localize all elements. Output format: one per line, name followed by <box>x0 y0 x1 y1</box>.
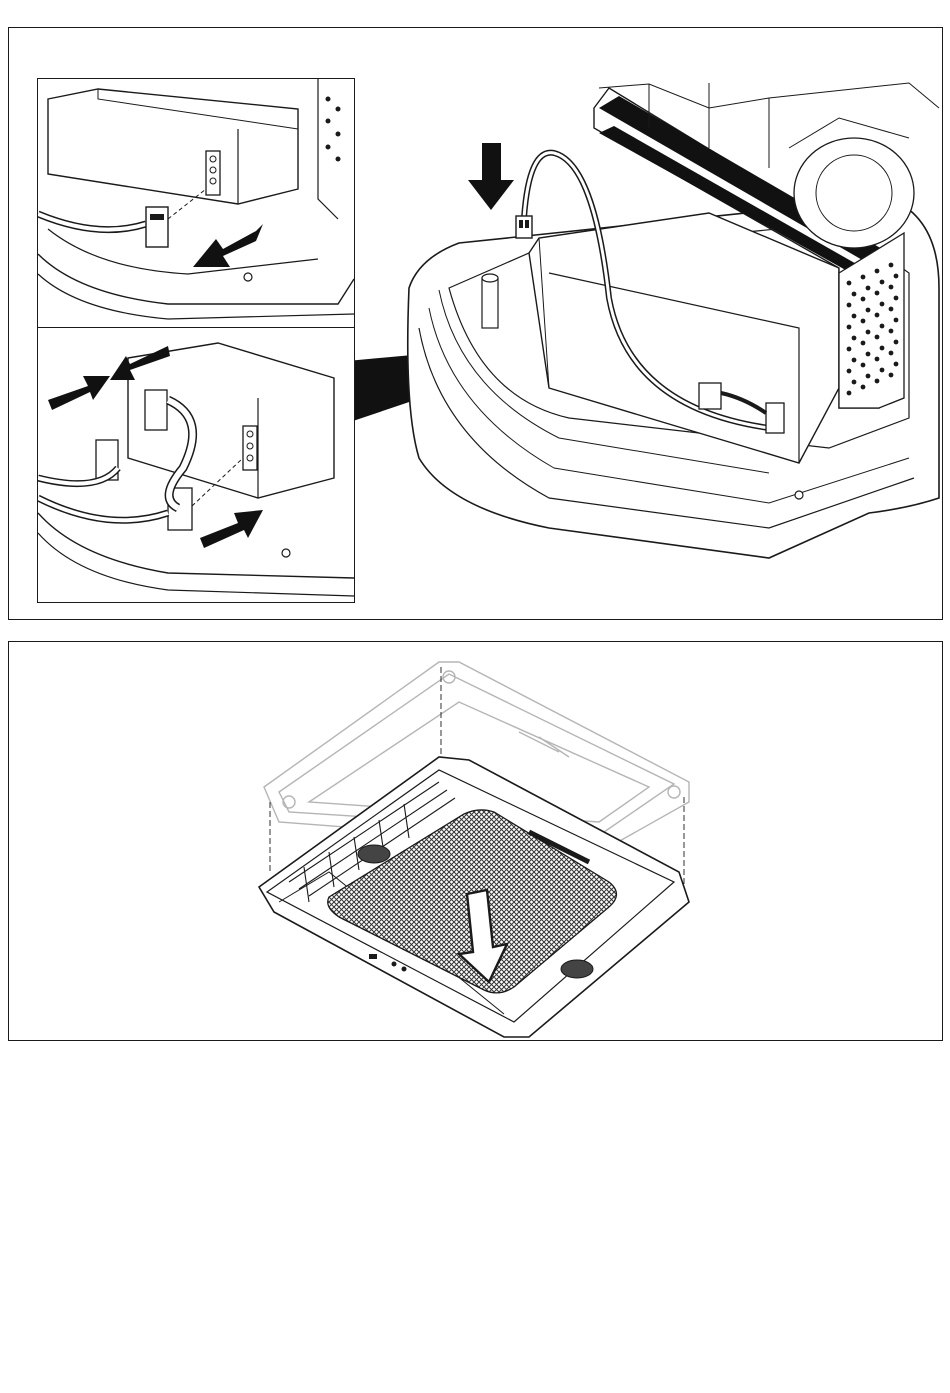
heatsink-hole <box>880 302 885 307</box>
heatsink-hole <box>847 369 852 374</box>
left-knob <box>358 845 390 863</box>
heatsink-hole <box>875 291 880 296</box>
heatsink-hole <box>866 374 871 379</box>
heatsink-hole <box>880 280 885 285</box>
figure-1-panel <box>8 27 943 620</box>
plug-connector <box>146 207 168 247</box>
heatsink-hole <box>852 336 857 341</box>
heatsink-hole <box>847 325 852 330</box>
inset-bottom-illustration <box>38 328 354 602</box>
heatsink-hole <box>875 313 880 318</box>
heatsink-hole <box>880 324 885 329</box>
heatsink-hole <box>861 363 866 368</box>
heatsink-hole <box>894 296 899 301</box>
figure-2-panel <box>8 641 943 1041</box>
heatsink-hole <box>889 329 894 334</box>
heatsink-hole <box>875 357 880 362</box>
right-knob <box>561 960 593 978</box>
heatsink-hole <box>852 380 857 385</box>
arrow-pinch-right-icon <box>48 376 110 410</box>
heatsink-hole <box>861 385 866 390</box>
heatsink-hole <box>866 286 871 291</box>
upper-connector <box>145 390 167 430</box>
heatsink-hole <box>852 314 857 319</box>
heatsink-hole <box>847 281 852 286</box>
heatsink-hole <box>866 330 871 335</box>
heatsink-hole <box>889 285 894 290</box>
ceiling-grille-illustration <box>9 642 944 1042</box>
heatsink-hole <box>894 318 899 323</box>
inset-detail-bottom <box>37 327 355 603</box>
heatsink-hole <box>852 292 857 297</box>
heatsink-hole <box>847 391 852 396</box>
heatsink-hole <box>889 263 894 268</box>
heatsink-hole <box>894 274 899 279</box>
inset-top-illustration <box>38 79 354 327</box>
heatsink-hole <box>852 358 857 363</box>
heatsink-hole <box>847 303 852 308</box>
board-connector-1 <box>699 383 721 409</box>
heatsink-hole <box>866 308 871 313</box>
cable-connector <box>516 216 532 238</box>
heatsink-hole <box>889 307 894 312</box>
heatsink-hole <box>861 319 866 324</box>
heatsink-hole <box>875 269 880 274</box>
arrow-insert-icon <box>193 224 263 267</box>
inset-detail-top <box>37 78 355 328</box>
heatsink-hole <box>894 362 899 367</box>
arrow-push-icon <box>200 510 263 548</box>
heatsink-hole <box>889 351 894 356</box>
heatsink-hole <box>861 341 866 346</box>
heatsink-hole <box>889 373 894 378</box>
blower-fan <box>789 118 914 248</box>
board-connector-2 <box>766 403 784 433</box>
mounting-post <box>482 278 498 328</box>
heatsink-hole <box>894 340 899 345</box>
heatsink-hole <box>861 297 866 302</box>
heatsink-hole <box>866 352 871 357</box>
heatsink-hole <box>875 335 880 340</box>
heatsink-hole <box>861 275 866 280</box>
heatsink-hole <box>875 379 880 384</box>
heatsink-hole <box>880 368 885 373</box>
heatsink-hole <box>847 347 852 352</box>
arrow-down-icon <box>468 143 514 210</box>
heatsink-hole <box>880 346 885 351</box>
